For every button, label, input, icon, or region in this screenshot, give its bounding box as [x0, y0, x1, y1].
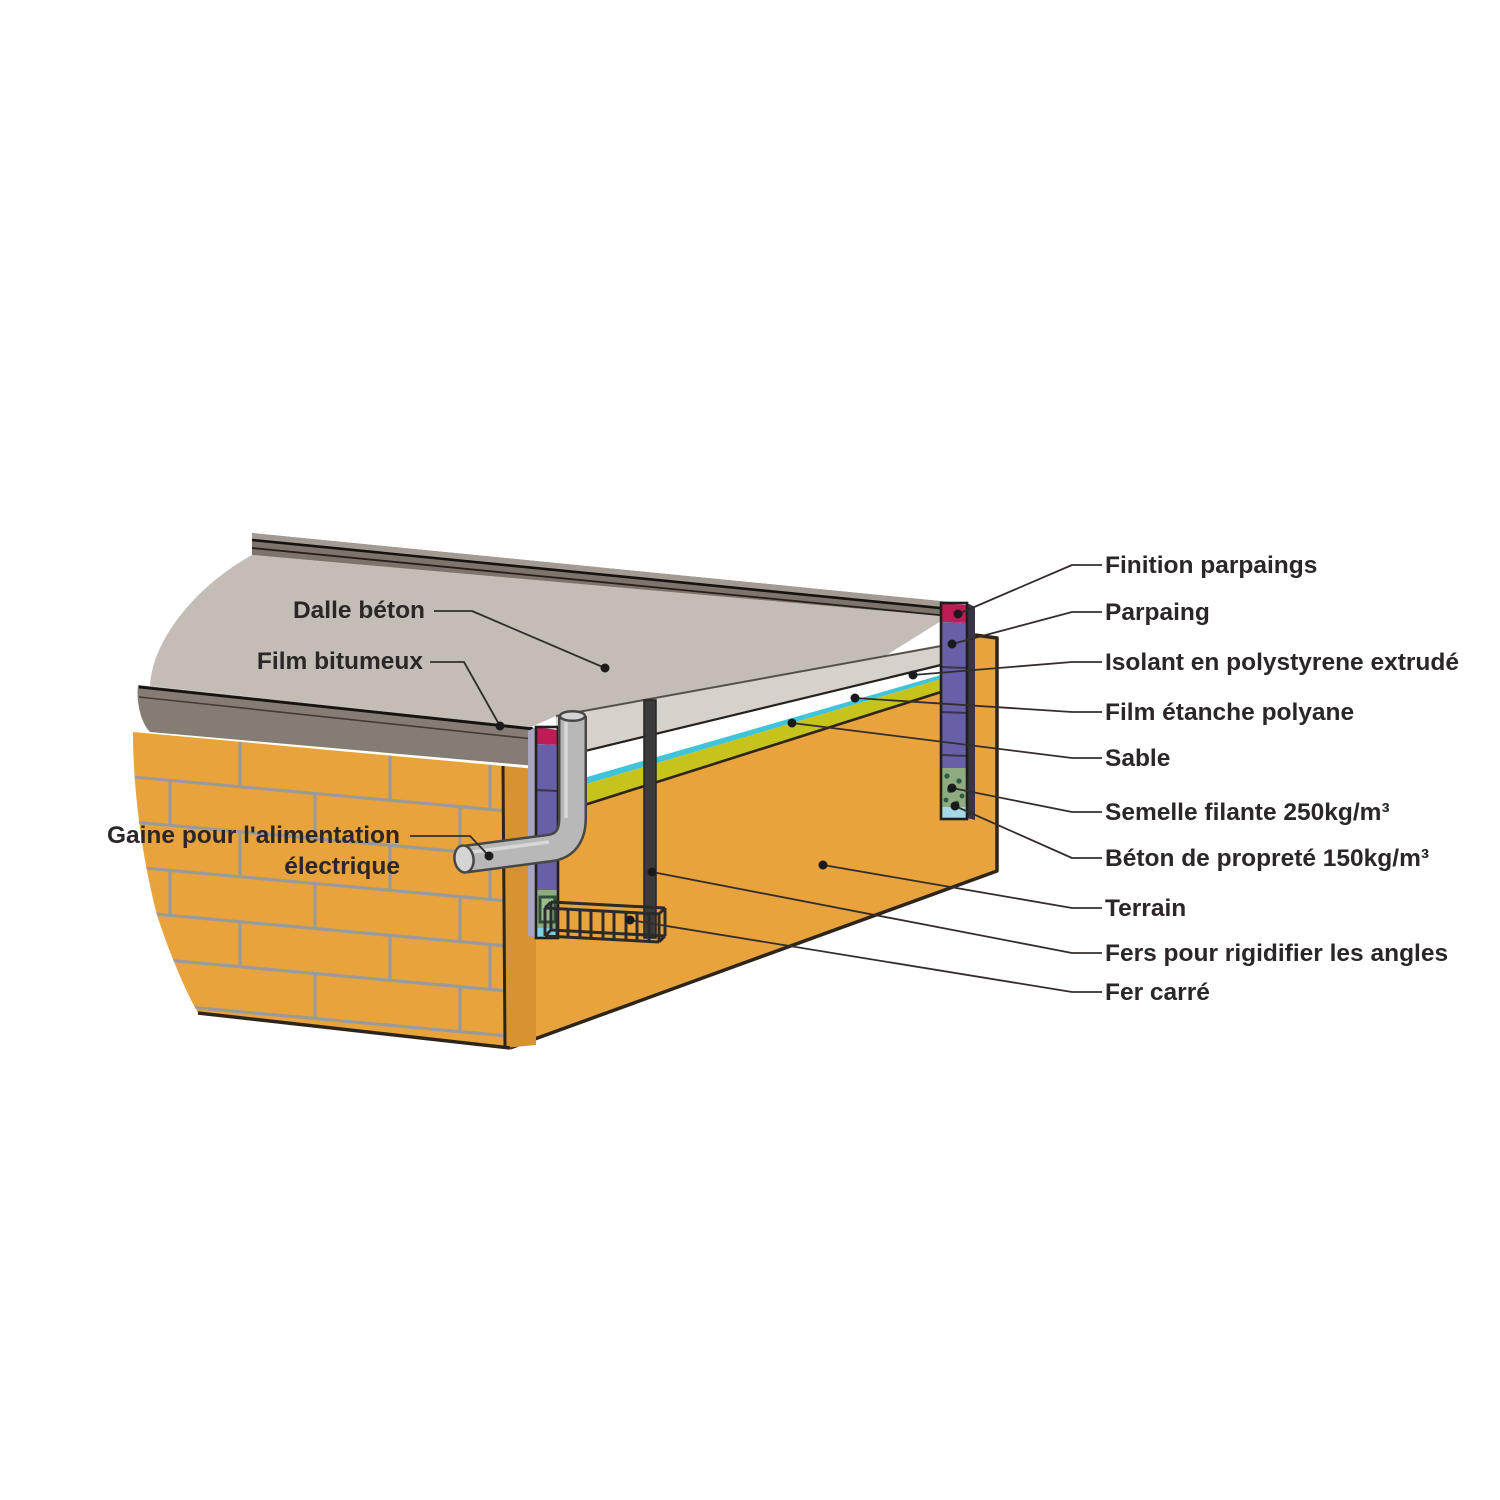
pillar-left-bevel — [528, 727, 536, 938]
parpaing-block-wall — [133, 732, 536, 1050]
leader-lines — [410, 564, 1102, 993]
label-film-bitumeux: Film bitumeux — [256, 648, 423, 675]
pillar-side-face — [967, 603, 975, 820]
label-film-etanche-polyane: Film étanche polyane — [1105, 699, 1355, 726]
pipe-end-opening — [453, 844, 475, 874]
terrain-soil — [509, 633, 999, 1050]
label-fer-carre: Fer carré — [1105, 979, 1210, 1006]
mortar-joints — [133, 740, 504, 1038]
label-fers-angles: Fers pour rigidifier les angles — [1105, 940, 1449, 967]
callout-dots — [484, 609, 963, 925]
label-terrain: Terrain — [1105, 895, 1187, 922]
label-gaine-line1: Gaine pour l'alimentation — [106, 822, 400, 849]
label-sable: Sable — [1105, 745, 1171, 772]
label-isolant-polystyrene: Isolant en polystyrene extrudé — [1105, 649, 1459, 676]
finition-parpaing-left — [536, 727, 558, 745]
label-gaine-alimentation: Gaine pour l'alimentation électrique — [107, 820, 400, 882]
parpaing-column — [941, 622, 967, 768]
beton-proprete-block — [941, 807, 967, 819]
slab-back-edge-band — [251, 533, 951, 619]
square-iron-bar — [643, 699, 657, 939]
label-beton-proprete: Béton de propreté 150kg/m³ — [1105, 845, 1430, 872]
rebar-cage — [543, 900, 667, 944]
label-gaine-line2: électrique — [284, 853, 400, 880]
dalle-beton-slab-top — [150, 555, 941, 727]
label-finition-parpaings: Finition parpaings — [1105, 552, 1318, 579]
label-dalle-beton: Dalle béton — [292, 597, 425, 624]
parpaing-column-left — [536, 744, 558, 890]
right-pillar-section — [939, 601, 975, 821]
label-parpaing: Parpaing — [1105, 599, 1210, 626]
label-semelle-filante: Semelle filante 250kg/m³ — [1105, 799, 1390, 826]
pipe-top-opening — [558, 709, 587, 723]
